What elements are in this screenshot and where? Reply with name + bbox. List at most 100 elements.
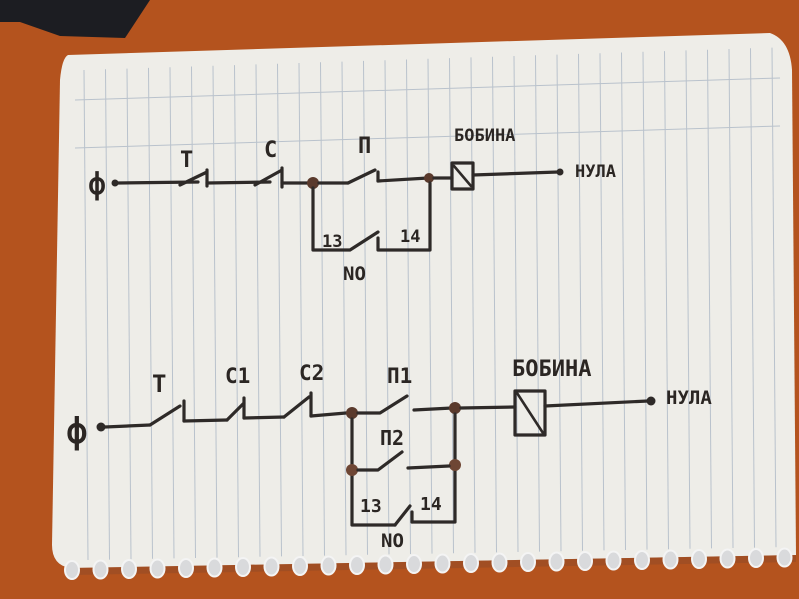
phase-label: ф — [88, 167, 106, 202]
phase-terminal — [111, 179, 119, 187]
ruled-line — [707, 49, 712, 549]
spiral-ring — [520, 552, 536, 572]
ruled-line — [363, 60, 368, 555]
wire-t-to-c1 — [182, 418, 229, 423]
circuit-1: ф T C П БОБИНА НУЛА 13 14 NO — [88, 126, 616, 285]
phase-label: ф — [66, 411, 88, 452]
margin-line — [74, 77, 781, 101]
wire-coil-to-neutral — [471, 170, 560, 177]
ruled-line — [599, 53, 605, 551]
circuit-2: ф T C1 C2 П1 П2 БОБИНА НУЛА 13 14 NO — [66, 357, 712, 552]
spiral-ring — [491, 552, 508, 573]
coil-diagonal — [452, 164, 473, 188]
wire-c1-to-c2 — [242, 415, 286, 420]
spiral-ring — [406, 554, 422, 574]
switch-p2-contact — [356, 450, 451, 472]
ruled-line — [621, 52, 626, 551]
ruled-line — [255, 64, 261, 557]
neutral-label: НУЛА — [575, 162, 616, 182]
spiral-ring — [377, 554, 394, 575]
left-rail — [350, 417, 397, 527]
spiral-ring — [149, 558, 166, 579]
ruled-line — [277, 63, 282, 557]
contact-13-label: 13 — [360, 496, 382, 517]
spiral-ring — [719, 548, 736, 569]
wire-p1-to-junction — [412, 406, 454, 412]
neutral-label: НУЛА — [666, 387, 712, 409]
spiral-ring — [434, 553, 451, 574]
contact-13-label: 13 — [322, 232, 342, 252]
ruled-line — [771, 47, 777, 548]
margin-line — [74, 125, 781, 149]
ruled-line — [320, 62, 325, 556]
switch-c2-label: C2 — [299, 361, 324, 385]
spiral-ring — [691, 549, 707, 569]
junction-mid-left — [346, 464, 358, 476]
switch-c1-label: C1 — [225, 364, 250, 388]
junction-left — [307, 177, 319, 189]
wire-coil-to-neutral — [543, 399, 650, 408]
switch-t-label: T — [180, 148, 193, 173]
contact-type-label: NO — [381, 530, 404, 552]
spiral-ring — [206, 557, 223, 578]
ruled-line — [449, 58, 454, 554]
switch-p-label: П — [358, 134, 371, 159]
junction-mid-right — [449, 459, 461, 471]
switch-t-label: T — [152, 370, 166, 398]
junction-right — [424, 173, 434, 183]
switch-c-label: C — [264, 138, 277, 163]
hold-contact — [393, 504, 414, 527]
phase-terminal — [96, 422, 106, 432]
ruled-line — [535, 55, 540, 552]
ruled-line — [234, 65, 239, 558]
spiral-ring — [263, 556, 280, 577]
right-rail — [410, 412, 457, 524]
ruled-line — [556, 54, 562, 552]
spiral-ring — [577, 551, 593, 571]
junction-top-right — [449, 402, 461, 414]
contact-14-label: 14 — [420, 494, 442, 515]
coil-label: БОБИНА — [454, 126, 515, 146]
switch-c2-contact — [282, 391, 313, 419]
ruled-line — [341, 61, 347, 556]
spiral-ring — [349, 555, 365, 575]
wire-phase-to-t — [103, 423, 152, 429]
spiral-ring — [320, 555, 337, 576]
switch-p2-label: П2 — [380, 426, 404, 450]
coil-label: БОБИНА — [512, 357, 591, 382]
ruled-line — [384, 60, 390, 555]
wire-p-to-junction — [376, 176, 430, 183]
ruled-line — [83, 69, 89, 561]
ruled-line — [492, 56, 497, 553]
spiral-ring — [776, 547, 793, 568]
ruled-line — [470, 57, 476, 553]
spiral-ring — [292, 556, 308, 576]
ruled-line — [513, 55, 519, 553]
ruled-line — [664, 51, 669, 550]
contact-14-label: 14 — [400, 227, 420, 247]
switch-t-contact — [148, 399, 186, 427]
ruled-line — [105, 69, 110, 560]
ruled-line — [148, 67, 153, 559]
ruled-line — [750, 48, 755, 548]
contact-type-label: NO — [343, 263, 366, 285]
ruled-line — [427, 58, 433, 554]
spiral-ring — [235, 557, 251, 577]
switch-p1-contact — [356, 394, 409, 415]
switch-p1-label: П1 — [387, 364, 412, 388]
ruled-line — [642, 51, 648, 550]
neutral-terminal — [556, 168, 564, 176]
spiral-ring — [748, 548, 764, 568]
switch-c1-contact — [225, 396, 246, 422]
hold-contact-loop — [311, 181, 432, 252]
ruled-line — [578, 53, 583, 551]
spiral-binding — [64, 547, 793, 580]
wire-to-coil — [459, 405, 517, 410]
ruled-line — [212, 65, 218, 558]
spiral-ring — [463, 553, 479, 573]
coil-box — [513, 389, 547, 437]
ruled-line — [728, 48, 734, 549]
ruled-line — [685, 50, 691, 549]
spiral-ring — [662, 549, 679, 570]
